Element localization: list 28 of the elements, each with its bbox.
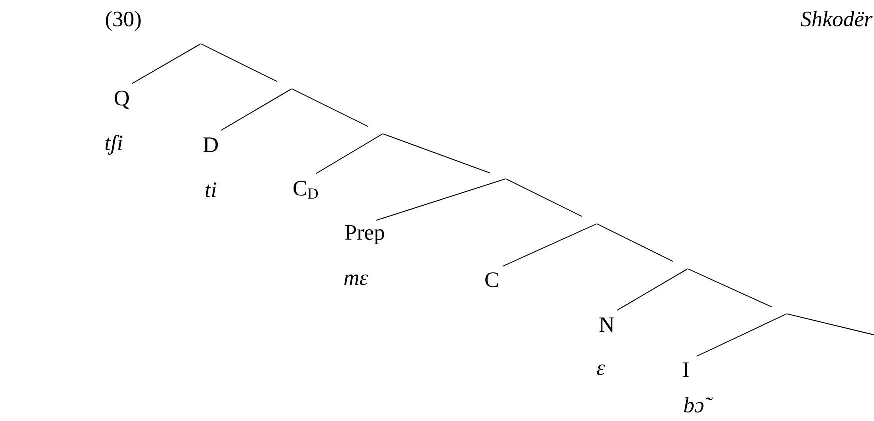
category-label: Q xyxy=(114,90,130,110)
branch-line xyxy=(220,88,292,131)
branch-line xyxy=(316,134,383,174)
gloss-label: tʃi xyxy=(106,135,123,155)
category-label: C xyxy=(486,272,498,288)
branch-line xyxy=(201,44,278,82)
dialect-label: Shkodër xyxy=(800,11,873,27)
branch-line xyxy=(292,88,369,128)
branch-line xyxy=(616,268,688,311)
branch-line xyxy=(787,314,874,336)
category-label: D xyxy=(204,138,218,152)
category-label: N xyxy=(600,318,614,332)
branch-line xyxy=(502,224,597,267)
example-number: (30) xyxy=(106,11,141,32)
branch-line xyxy=(506,178,583,218)
category-label: C$_{D}$ xyxy=(294,181,318,199)
gloss-label: ɛ xyxy=(597,364,606,376)
category-label: I xyxy=(683,362,689,378)
branch-line xyxy=(132,44,201,84)
category-label: Prep xyxy=(345,225,384,245)
branch-line xyxy=(376,178,506,222)
branch-line xyxy=(696,314,787,357)
gloss-label: ti xyxy=(206,182,216,198)
gloss-label: mɛ xyxy=(344,274,368,286)
gloss-label: bɔ̃ xyxy=(684,397,714,413)
branch-line xyxy=(597,224,674,262)
branch-line xyxy=(383,134,491,174)
branch-line xyxy=(688,268,772,308)
